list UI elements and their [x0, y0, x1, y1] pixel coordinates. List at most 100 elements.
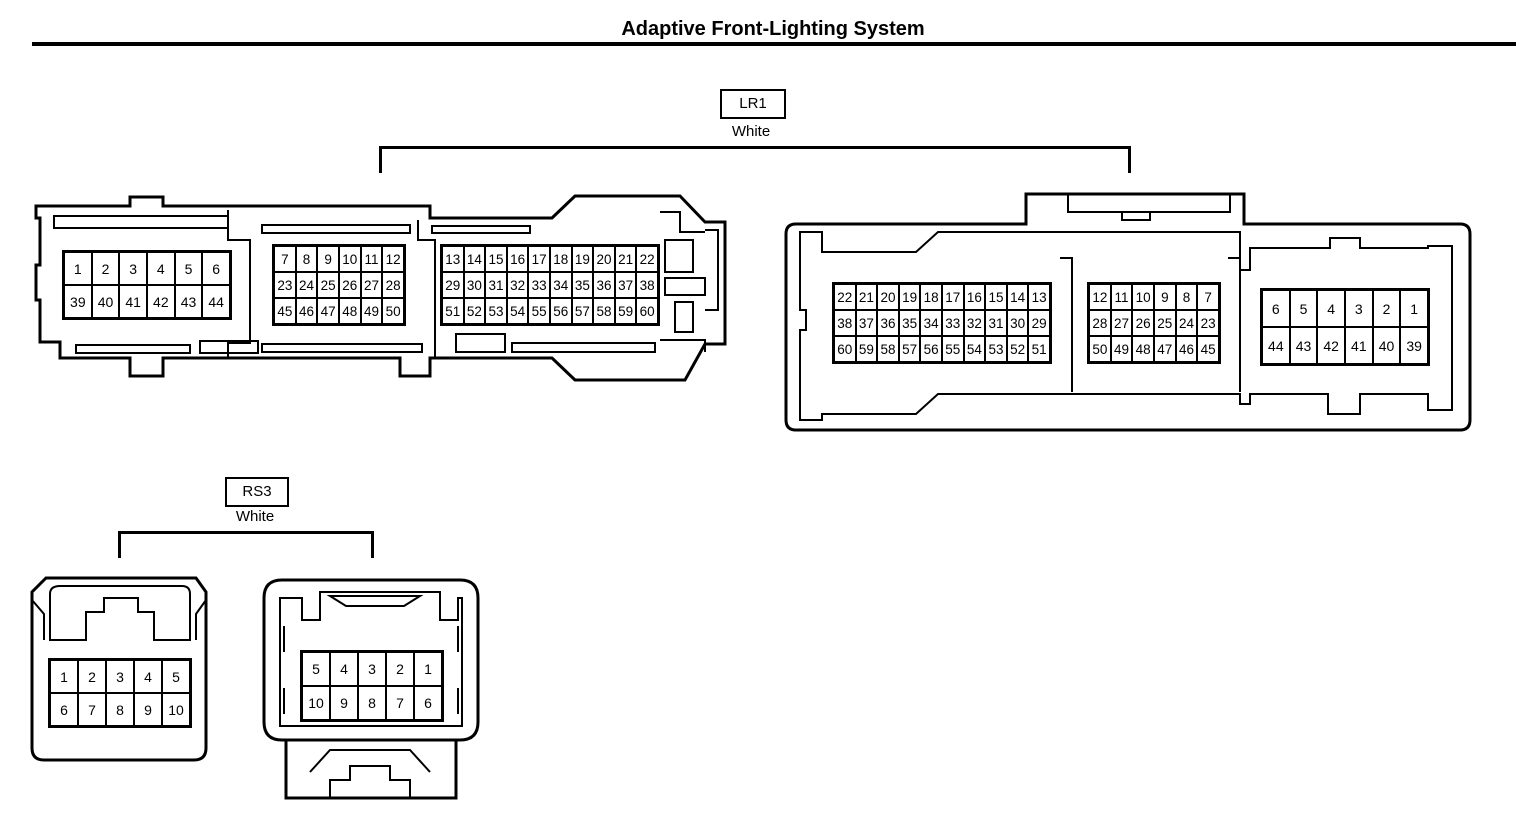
- pin: 3: [119, 252, 147, 285]
- pin: 1: [50, 660, 78, 693]
- pin: 3: [1344, 290, 1373, 327]
- pin: 5: [302, 652, 330, 686]
- pin: 17: [942, 284, 964, 310]
- pin: 2: [386, 652, 414, 686]
- lr1-right-pins-a: 22 21 20 19 18 17 16 15 14 13 38 37 36 3…: [832, 282, 1052, 364]
- pin: 41: [119, 285, 147, 318]
- pin: 41: [1344, 327, 1373, 364]
- pin: 6: [202, 252, 230, 285]
- rs3-left-housing: [30, 576, 208, 762]
- lr1-right-pins-b: 12 11 10 9 8 7 28 27 26 25 24 23 50 49 4…: [1087, 282, 1221, 364]
- pin: 25: [1153, 310, 1176, 336]
- pin: 8: [358, 686, 386, 720]
- pin: 38: [834, 310, 856, 336]
- pin: 19: [898, 284, 921, 310]
- pin: 24: [295, 272, 318, 298]
- pin: 29: [1028, 310, 1050, 336]
- pin: 55: [942, 336, 964, 362]
- pin: 42: [146, 285, 175, 318]
- pin: 36: [593, 272, 615, 298]
- pin: 33: [942, 310, 964, 336]
- pin: 12: [382, 246, 404, 272]
- lr1-right-pins-c: 6 5 4 3 2 1 44 43 42 41 40 39: [1260, 288, 1430, 366]
- pin: 43: [1289, 327, 1318, 364]
- pin: 55: [528, 298, 550, 324]
- pin: 7: [274, 246, 296, 272]
- pin: 50: [382, 298, 404, 324]
- rs3-right-pins: 5 4 3 2 1 10 9 8 7 6: [300, 650, 444, 722]
- pin: 3: [358, 652, 386, 686]
- pin: 50: [1089, 336, 1111, 362]
- rs3-right-housing: [262, 578, 480, 800]
- pin: 9: [330, 686, 358, 720]
- pin: 11: [360, 246, 383, 272]
- pin: 18: [920, 284, 942, 310]
- pin: 7: [386, 686, 414, 720]
- pin: 49: [360, 298, 383, 324]
- pin: 42: [1317, 327, 1345, 364]
- pin: 43: [174, 285, 203, 318]
- lr1-label: LR1: [720, 89, 786, 119]
- pin: 23: [274, 272, 296, 298]
- pin: 6: [50, 693, 78, 726]
- pin: 35: [571, 272, 594, 298]
- pin: 8: [106, 693, 134, 726]
- pin: 53: [985, 336, 1007, 362]
- pin: 59: [855, 336, 878, 362]
- pin: 4: [146, 252, 175, 285]
- pin: 59: [614, 298, 637, 324]
- pin: 2: [78, 660, 106, 693]
- pin: 11: [1110, 284, 1133, 310]
- pin: 21: [855, 284, 878, 310]
- pin: 39: [64, 285, 92, 318]
- rs3-color: White: [235, 508, 275, 525]
- pin: 33: [528, 272, 550, 298]
- pin: 10: [302, 686, 330, 720]
- pin: 10: [1132, 284, 1154, 310]
- pin: 4: [1317, 290, 1345, 327]
- pin: 57: [898, 336, 921, 362]
- pin: 29: [442, 272, 464, 298]
- pin: 13: [1028, 284, 1050, 310]
- pin: 56: [920, 336, 942, 362]
- pin: 24: [1175, 310, 1198, 336]
- lr1-right-housing: [784, 192, 1472, 432]
- pin: 34: [920, 310, 942, 336]
- pin: 45: [274, 298, 296, 324]
- pin: 9: [134, 693, 162, 726]
- pin: 35: [898, 310, 921, 336]
- pin: 47: [1153, 336, 1176, 362]
- pin: 13: [442, 246, 464, 272]
- pin: 28: [1089, 310, 1111, 336]
- pin: 10: [338, 246, 361, 272]
- pin: 53: [485, 298, 507, 324]
- pin: 52: [463, 298, 486, 324]
- pin: 47: [317, 298, 339, 324]
- pin: 8: [1175, 284, 1198, 310]
- lr1-left-pins-c: 13 14 15 16 17 18 19 20 21 22 29 30 31 3…: [440, 244, 660, 326]
- pin: 30: [463, 272, 486, 298]
- pin: 5: [1289, 290, 1318, 327]
- pin: 1: [1400, 290, 1428, 327]
- pin: 5: [174, 252, 203, 285]
- rs3-left-pins: 1 2 3 4 5 6 7 8 9 10: [48, 658, 192, 728]
- pin: 27: [1110, 310, 1133, 336]
- pin: 6: [1262, 290, 1290, 327]
- pin: 7: [1197, 284, 1219, 310]
- pin: 20: [593, 246, 615, 272]
- pin: 30: [1006, 310, 1029, 336]
- pin: 54: [506, 298, 529, 324]
- pin: 20: [877, 284, 899, 310]
- rs3-label: RS3: [225, 477, 289, 507]
- pin: 31: [485, 272, 507, 298]
- pin: 22: [636, 246, 658, 272]
- pin: 26: [338, 272, 361, 298]
- pin: 14: [463, 246, 486, 272]
- pin: 31: [985, 310, 1007, 336]
- pin: 40: [1372, 327, 1401, 364]
- pin: 40: [91, 285, 120, 318]
- title-rule: [32, 42, 1516, 46]
- pin: 7: [78, 693, 106, 726]
- pin: 48: [338, 298, 361, 324]
